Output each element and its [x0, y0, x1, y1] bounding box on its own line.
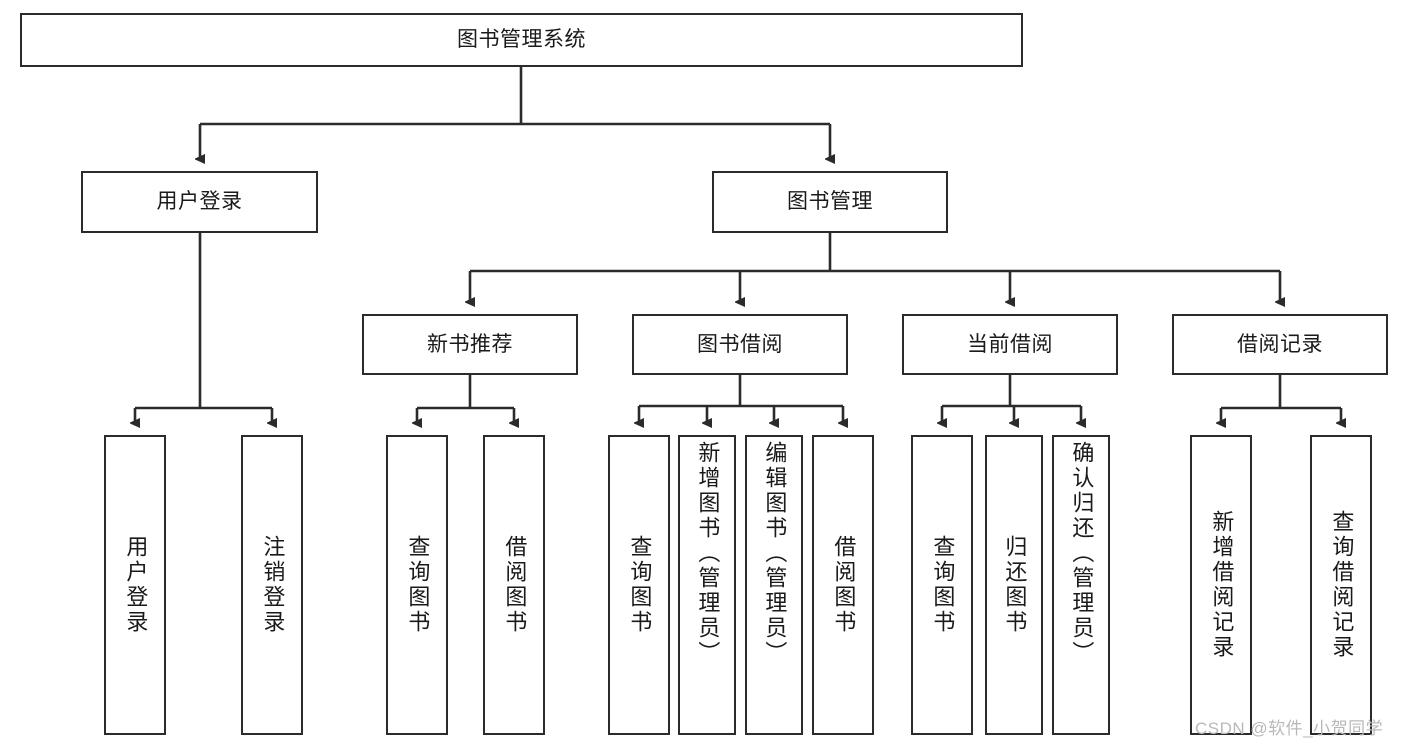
- node-label: 归还图书: [1002, 535, 1028, 635]
- node-leaf-cur-return[interactable]: 归还图书: [985, 435, 1043, 735]
- node-label: 查询图书: [930, 535, 956, 635]
- node-label: 查询图书: [627, 535, 653, 635]
- node-root[interactable]: 图书管理系统: [20, 13, 1023, 67]
- node-user-login[interactable]: 用户登录: [81, 171, 318, 233]
- node-label: 图书管理系统: [457, 28, 586, 52]
- node-label: 图书借阅: [697, 332, 783, 356]
- node-leaf-user-logout[interactable]: 注销登录: [241, 435, 303, 735]
- node-label: 新增借阅记录: [1209, 510, 1235, 660]
- node-label: 查询图书: [405, 535, 431, 635]
- node-book-borrow[interactable]: 图书借阅: [632, 314, 848, 375]
- csdn-watermark: CSDN @软件_小贺同学: [1195, 719, 1384, 738]
- node-leaf-rec-add[interactable]: 新增借阅记录: [1190, 435, 1252, 735]
- node-label: 查询借阅记录: [1329, 510, 1355, 660]
- node-borrow-record[interactable]: 借阅记录: [1172, 314, 1388, 375]
- node-label: 确认归还（管理员）: [1069, 441, 1095, 666]
- node-book-manage[interactable]: 图书管理: [712, 171, 948, 233]
- node-label: 借阅图书: [831, 535, 857, 635]
- node-label: 编辑图书（管理员）: [762, 441, 788, 666]
- node-current-borrow[interactable]: 当前借阅: [902, 314, 1118, 375]
- node-leaf-rec-borrow[interactable]: 借阅图书: [483, 435, 545, 735]
- node-leaf-borrow-query[interactable]: 查询图书: [608, 435, 670, 735]
- node-leaf-user-login[interactable]: 用户登录: [104, 435, 166, 735]
- node-label: 新书推荐: [427, 332, 513, 356]
- node-label: 当前借阅: [967, 332, 1053, 356]
- node-leaf-cur-query[interactable]: 查询图书: [911, 435, 973, 735]
- node-label: 图书管理: [787, 190, 873, 214]
- node-label: 新增图书（管理员）: [695, 441, 721, 666]
- node-label: 用户登录: [123, 535, 149, 635]
- node-leaf-rec-query2[interactable]: 查询借阅记录: [1310, 435, 1372, 735]
- node-label: 借阅记录: [1237, 332, 1323, 356]
- node-label: 借阅图书: [502, 535, 528, 635]
- node-label: 用户登录: [156, 190, 243, 214]
- node-leaf-book-edit[interactable]: 编辑图书（管理员）: [745, 435, 803, 735]
- node-leaf-book-add[interactable]: 新增图书（管理员）: [678, 435, 736, 735]
- node-leaf-rec-query[interactable]: 查询图书: [386, 435, 448, 735]
- node-leaf-cur-confirm[interactable]: 确认归还（管理员）: [1052, 435, 1110, 735]
- node-leaf-book-borrow[interactable]: 借阅图书: [812, 435, 874, 735]
- node-new-book-rec[interactable]: 新书推荐: [362, 314, 578, 375]
- node-label: 注销登录: [260, 535, 286, 635]
